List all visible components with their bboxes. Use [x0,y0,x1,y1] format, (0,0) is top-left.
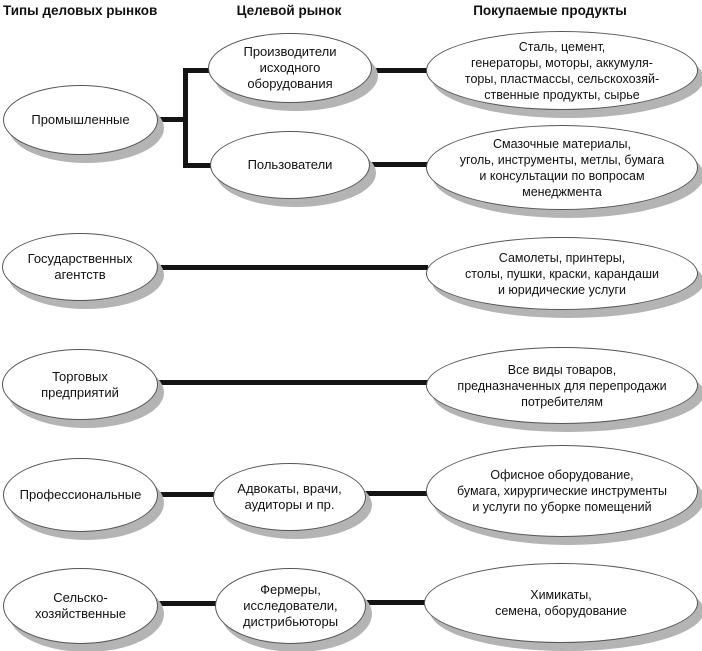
node-market-industrial: Промышленные [3,85,158,155]
node-label: Фермеры, исследователи, дистрибьюторы [242,582,339,629]
node-market-professional: Профессиональные [3,458,158,532]
column-header-market-types: Типы деловых рынков [3,3,158,18]
node-label: Профессиональные [19,487,142,502]
node-products-planes-printers: Самолеты, принтеры, столы, пушки, краски… [426,237,698,310]
node-products-steel-cement: Сталь, цемент, генераторы, моторы, аккум… [426,31,698,110]
node-label: Торговых предприятий [41,368,119,400]
node-target-oem-manufacturers: Производители исходного оборудования [208,33,372,103]
node-market-trade-enterprises: Торговых предприятий [2,349,158,420]
node-label: Промышленные [31,112,130,127]
node-products-lubricants-coal: Смазочные материалы, уголь, инструменты,… [426,125,698,210]
node-label: Адвокаты, врачи, аудиторы и пр. [237,481,342,512]
node-label: Смазочные материалы, уголь, инструменты,… [459,136,665,199]
node-market-government-agencies: Государственных агентств [2,233,158,301]
connector-branch-to-oem [186,68,212,73]
node-label: Пользователи [247,157,333,172]
node-label: Самолеты, принтеры, столы, пушки, краски… [465,250,659,297]
connector-users-to-products [366,162,428,167]
connector-agricultural-to-farmers [155,601,218,606]
node-label: Государственных агентств [27,251,133,282]
node-target-lawyers-doctors-auditors: Адвокаты, врачи, аудиторы и пр. [213,463,366,531]
node-label: Производители исходного оборудования [243,44,337,91]
connector-government-to-products [152,265,428,270]
node-target-users: Пользователи [210,131,370,199]
node-target-farmers-researchers-distributors: Фермеры, исследователи, дистрибьюторы [215,568,366,644]
node-label: Офисное оборудование, бумага, хирургичес… [457,468,667,514]
column-header-target-market: Целевой рынок [236,3,342,18]
connector-oem-to-products [368,68,428,73]
connector-branch-trunk [183,68,188,168]
node-market-agricultural: Сельско- хозяйственные [3,568,158,644]
connector-farmers-to-products [363,600,426,605]
node-products-office-equipment: Офисное оборудование, бумага, хирургичес… [426,445,698,537]
connector-branch-to-users [186,163,214,168]
node-label: Сталь, цемент, генераторы, моторы, аккум… [464,39,660,102]
connector-lawyers-to-products [362,491,428,496]
node-label: Химикаты, семена, оборудование [495,588,627,618]
connector-trade-to-products [152,380,428,385]
node-label: Все виды товаров, предназначенных для пе… [457,362,667,409]
column-header-purchased-products: Покупаемые продукты [473,3,627,18]
connector-professional-to-lawyers [154,492,216,497]
connector-industrial-to-branch [148,117,188,122]
node-products-chemicals-seeds: Химикаты, семена, оборудование [424,563,698,643]
node-label: Сельско- хозяйственные [34,590,127,621]
node-products-resale-goods: Все виды товаров, предназначенных для пе… [426,347,698,424]
